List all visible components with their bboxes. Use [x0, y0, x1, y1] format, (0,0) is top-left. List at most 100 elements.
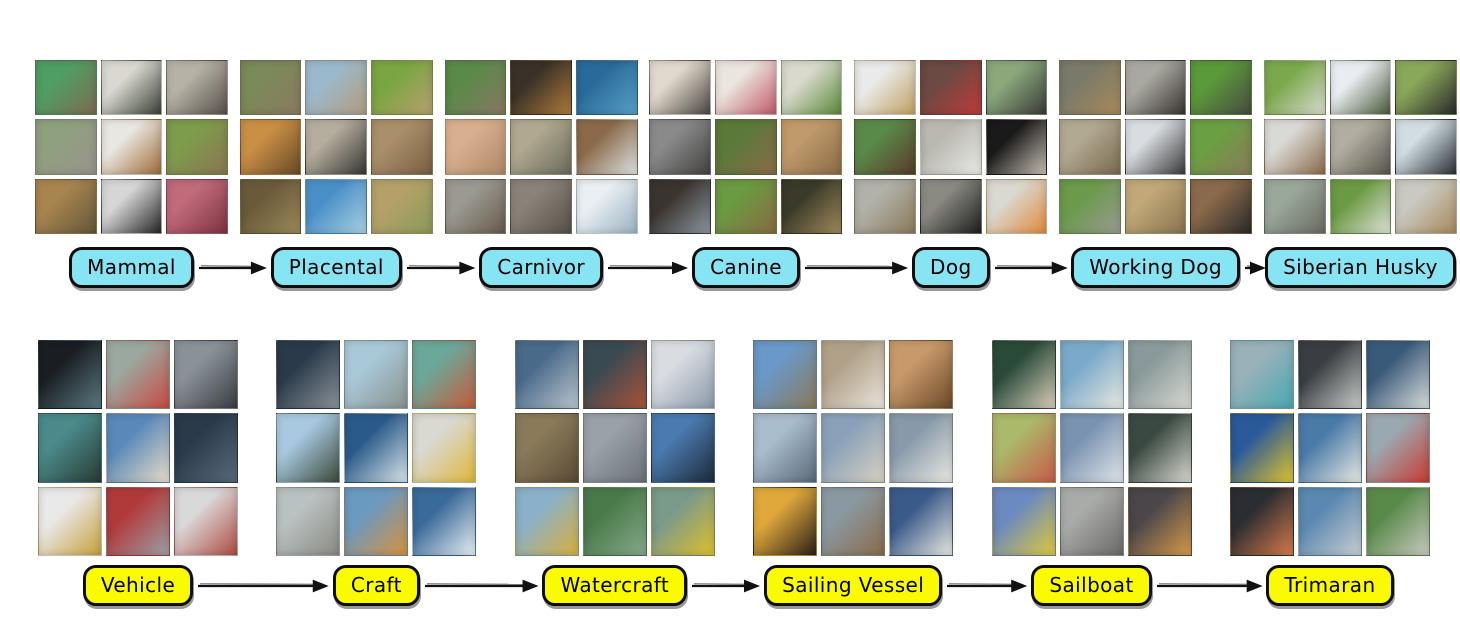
- rottweiler-image: [649, 178, 712, 234]
- arrow-right-icon: [424, 579, 539, 592]
- cargo-ship-image: [582, 340, 647, 410]
- night-sailboat-image: [991, 340, 1056, 410]
- sled-team-image: [1329, 60, 1392, 116]
- racing-yacht-image: [821, 340, 886, 410]
- red-trimaran-image: [1365, 413, 1430, 483]
- category-label-vehicle: Vehicle: [82, 565, 194, 606]
- label-row: Craft: [276, 565, 476, 606]
- black-puppy-image: [919, 178, 982, 234]
- arrow-right-icon: [1156, 579, 1263, 592]
- chocolate-labs-image: [854, 119, 916, 175]
- dog-with-people-image: [1190, 178, 1253, 234]
- polar-bear-image: [575, 178, 638, 234]
- horse-grazing-image: [100, 60, 163, 116]
- deer-image: [239, 178, 302, 234]
- kangaroo-image: [166, 119, 228, 175]
- husky-face-image: [1395, 119, 1457, 175]
- diving-sea-lion-image: [575, 60, 638, 116]
- wolf-image: [715, 119, 777, 175]
- shepherd-looking-up-image: [1190, 119, 1253, 175]
- label-row: Sailboat: [992, 565, 1192, 606]
- gondolas-image: [174, 413, 238, 483]
- lion-cubs-image: [35, 178, 97, 234]
- orange-sail-trimaran-image: [1229, 486, 1294, 556]
- arrow-right-icon: [1244, 261, 1266, 274]
- two-huskies-image: [1395, 178, 1457, 234]
- overhead-sailboat-image: [1127, 413, 1192, 483]
- australian-shepherd-image: [1059, 178, 1121, 234]
- brown-bears-image: [575, 119, 638, 175]
- arrow-right-icon: [406, 261, 476, 274]
- label-row: Sailing Vessel: [753, 565, 953, 606]
- example-image-grid-trimaran: [1229, 340, 1430, 556]
- label-row: Trimaran: [1230, 565, 1430, 606]
- coyote-image: [780, 178, 843, 234]
- yellow-trimarans-image: [1229, 413, 1294, 483]
- category-canine: Canine: [649, 60, 843, 292]
- category-watercraft: Watercraft: [514, 340, 715, 610]
- red-van-image: [106, 486, 170, 556]
- category-sailboat: Sailboat: [991, 340, 1192, 610]
- tugboat-image: [514, 486, 579, 556]
- label-row: Vehicle: [38, 565, 238, 606]
- shaggy-terrier-image: [854, 178, 916, 234]
- chihuahua-image: [985, 119, 1048, 175]
- tractor-image: [38, 486, 102, 556]
- example-image-grid-sailboat: [991, 340, 1192, 556]
- category-sailing-vessel: Sailing Vessel: [753, 340, 954, 610]
- lifeboat-image: [412, 413, 477, 483]
- label-row: Working Dog: [1059, 247, 1252, 288]
- arrow-right-icon: [804, 261, 909, 274]
- white-ship-image: [650, 340, 715, 410]
- category-label-carnivor: Carnivor: [479, 247, 604, 288]
- giraffe-image: [371, 178, 433, 234]
- teal-sail-trimaran-image: [1229, 340, 1294, 410]
- helicopter-image: [276, 413, 341, 483]
- destroyer-image: [582, 413, 647, 483]
- beached-sailboat-image: [821, 486, 886, 556]
- category-trimaran: Trimaran: [1229, 340, 1430, 610]
- golden-retriever-image: [780, 119, 843, 175]
- ferry-image: [344, 413, 409, 483]
- clipper-ship-image: [821, 413, 886, 483]
- tall-ship-moored-image: [753, 340, 818, 410]
- shuttle-launch-image: [106, 413, 170, 483]
- huskies-on-lawn-image: [1263, 60, 1326, 116]
- banjo-player-image: [166, 60, 228, 116]
- arrow-right-icon: [994, 261, 1068, 274]
- train-image: [174, 486, 238, 556]
- puppy-on-grass-image: [715, 178, 777, 234]
- husky-sitting-image: [649, 119, 712, 175]
- full-sail-ship-image: [889, 486, 954, 556]
- colorful-sails-image: [991, 486, 1056, 556]
- panda-image: [305, 119, 368, 175]
- arrow-right-icon: [608, 261, 689, 274]
- example-image-grid-craft: [276, 340, 477, 556]
- category-label-working-dog: Working Dog: [1071, 247, 1240, 288]
- labrador-in-snow-image: [854, 60, 916, 116]
- husky-by-shed-image: [1329, 119, 1392, 175]
- category-label-placental: Placental: [270, 247, 402, 288]
- lynx-image: [510, 178, 572, 234]
- beluga-whale-image: [305, 178, 368, 234]
- rowboat-image: [650, 486, 715, 556]
- label-row: Mammal: [35, 247, 228, 288]
- military-dog-image: [1059, 119, 1121, 175]
- fennec-foxes-image: [444, 119, 507, 175]
- german-shepherd-image: [510, 60, 572, 116]
- sports-car-image: [38, 340, 102, 410]
- label-row: Carnivor: [445, 247, 638, 288]
- category-vehicle: Vehicle: [38, 340, 238, 610]
- example-image-grid-working-dog: [1059, 60, 1253, 234]
- dog-with-tire-image: [1190, 60, 1253, 116]
- category-mammal: Mammal: [35, 60, 228, 292]
- leopard-image: [510, 119, 572, 175]
- koala-image: [35, 119, 97, 175]
- container-ship-image: [514, 340, 579, 410]
- category-label-canine: Canine: [692, 247, 800, 288]
- category-label-mammal: Mammal: [69, 247, 194, 288]
- lemur-image: [239, 60, 302, 116]
